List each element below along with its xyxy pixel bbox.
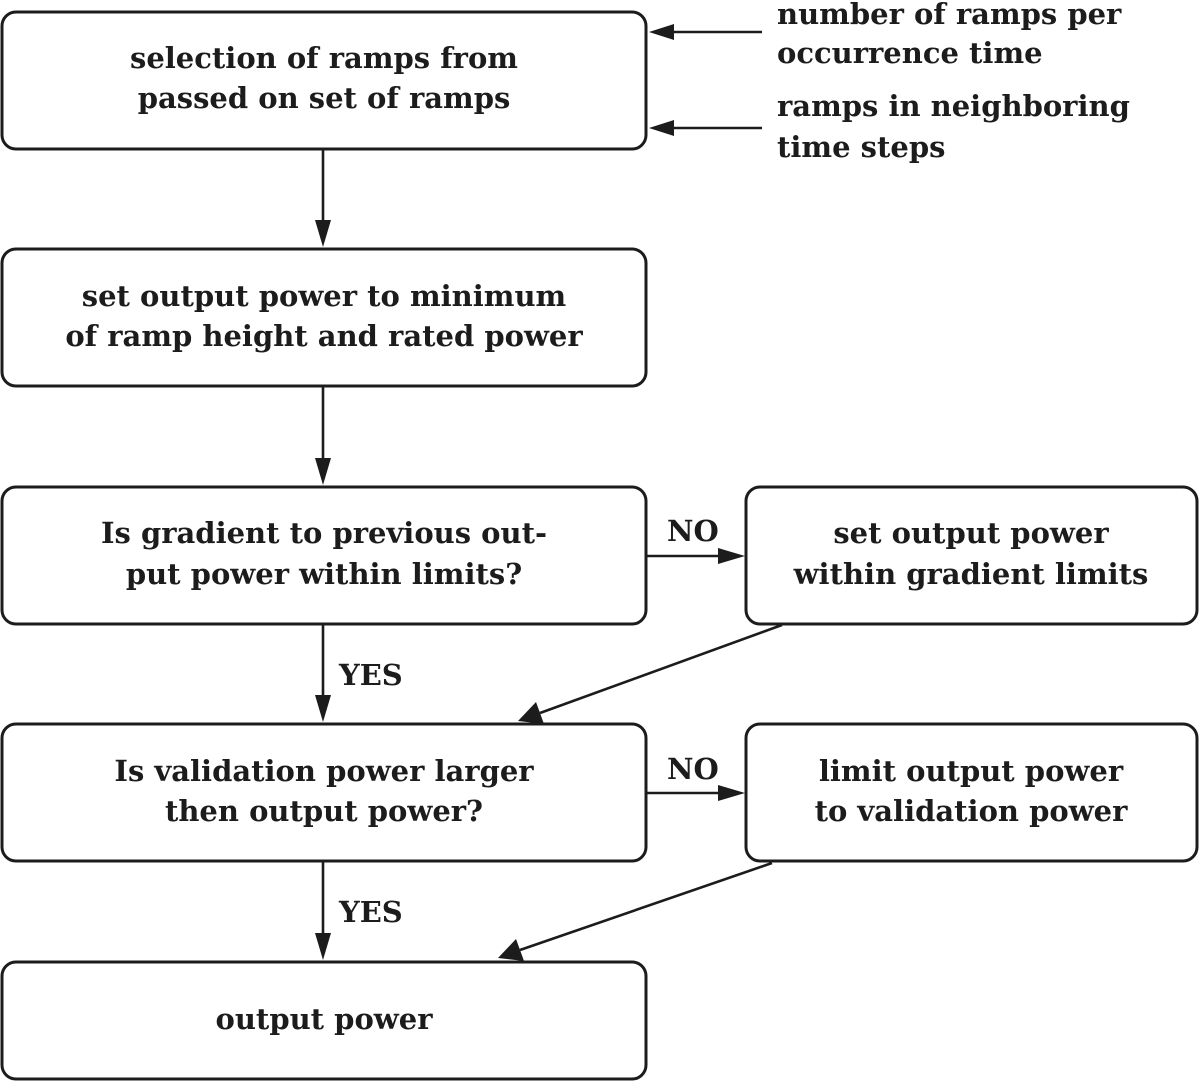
arrow-gradient-fix-to-validation-head (518, 702, 544, 724)
box-output: output power (0, 960, 648, 1081)
box-validation-fix-line2: to validation power (815, 794, 1129, 828)
input-neighboring-arrowhead (649, 120, 674, 136)
box-select-ramps: selection of ramps from passed on set of… (0, 10, 648, 151)
label-gradient-yes: YES (338, 658, 403, 692)
arrow-validation-fix-to-output-head (498, 939, 524, 961)
input-neighboring-line1: ramps in neighboring (777, 89, 1130, 123)
box-validation-check-frame (0, 722, 648, 863)
input-ramps-per-time-line1: number of ramps per (777, 0, 1122, 31)
box-validation-check: Is validation power larger then output p… (0, 722, 648, 863)
box-select-ramps-line1: selection of ramps from (130, 41, 518, 75)
box-set-output-line1: set output power to minimum (82, 279, 567, 313)
box-gradient-check: Is gradient to previous out- put power w… (0, 485, 648, 626)
box-set-output-line2: of ramp height and rated power (65, 319, 583, 353)
arrow-validation-fix-to-output-line (519, 861, 773, 952)
arrow-set-to-gradient (315, 387, 331, 485)
box-gradient-check-frame (0, 485, 648, 626)
arrow-validation-yes: YES (315, 862, 403, 960)
label-gradient-no: NO (667, 514, 719, 548)
box-select-ramps-line2: passed on set of ramps (138, 81, 511, 115)
box-select-ramps-frame (0, 10, 648, 151)
input-ramps-per-time-line2: occurrence time (777, 36, 1043, 70)
arrow-select-to-set-head (315, 220, 331, 247)
arrow-validation-no-head (718, 785, 745, 801)
box-output-line1: output power (216, 1002, 434, 1036)
arrow-select-to-set (315, 150, 331, 247)
arrow-gradient-yes: YES (315, 625, 403, 722)
box-gradient-check-line1: Is gradient to previous out- (101, 516, 547, 550)
box-set-output-frame (0, 247, 648, 388)
input-neighboring-line2: time steps (777, 130, 945, 164)
input-ramps-per-time-arrowhead (649, 24, 674, 40)
box-gradient-fix-line1: set output power (833, 516, 1109, 550)
box-validation-fix-line1: limit output power (819, 754, 1124, 788)
box-set-output: set output power to minimum of ramp heig… (0, 247, 648, 388)
arrow-gradient-no: NO (647, 514, 745, 564)
arrow-validation-yes-head (315, 933, 331, 960)
box-gradient-fix: set output power within gradient limits (744, 485, 1199, 626)
input-ramps-per-time: number of ramps per occurrence time (649, 0, 1122, 70)
label-validation-yes: YES (338, 895, 403, 929)
arrow-gradient-fix-to-validation (518, 623, 783, 724)
box-gradient-check-line2: put power within limits? (126, 557, 522, 591)
box-validation-fix: limit output power to validation power (744, 722, 1199, 863)
label-validation-no: NO (667, 752, 719, 786)
box-validation-check-line1: Is validation power larger (114, 754, 534, 788)
arrow-validation-no: NO (647, 752, 745, 801)
box-validation-check-line2: then output power? (165, 794, 483, 828)
input-neighboring: ramps in neighboring time steps (649, 89, 1130, 164)
arrow-validation-fix-to-output (498, 861, 773, 961)
arrow-set-to-gradient-head (315, 458, 331, 485)
box-validation-fix-frame (744, 722, 1199, 863)
box-gradient-fix-line2: within gradient limits (793, 557, 1149, 591)
box-gradient-fix-frame (744, 485, 1199, 626)
arrow-gradient-no-head (718, 548, 745, 564)
arrow-gradient-fix-to-validation-line (539, 623, 783, 715)
box-output-frame (0, 960, 648, 1081)
arrow-gradient-yes-head (315, 695, 331, 722)
